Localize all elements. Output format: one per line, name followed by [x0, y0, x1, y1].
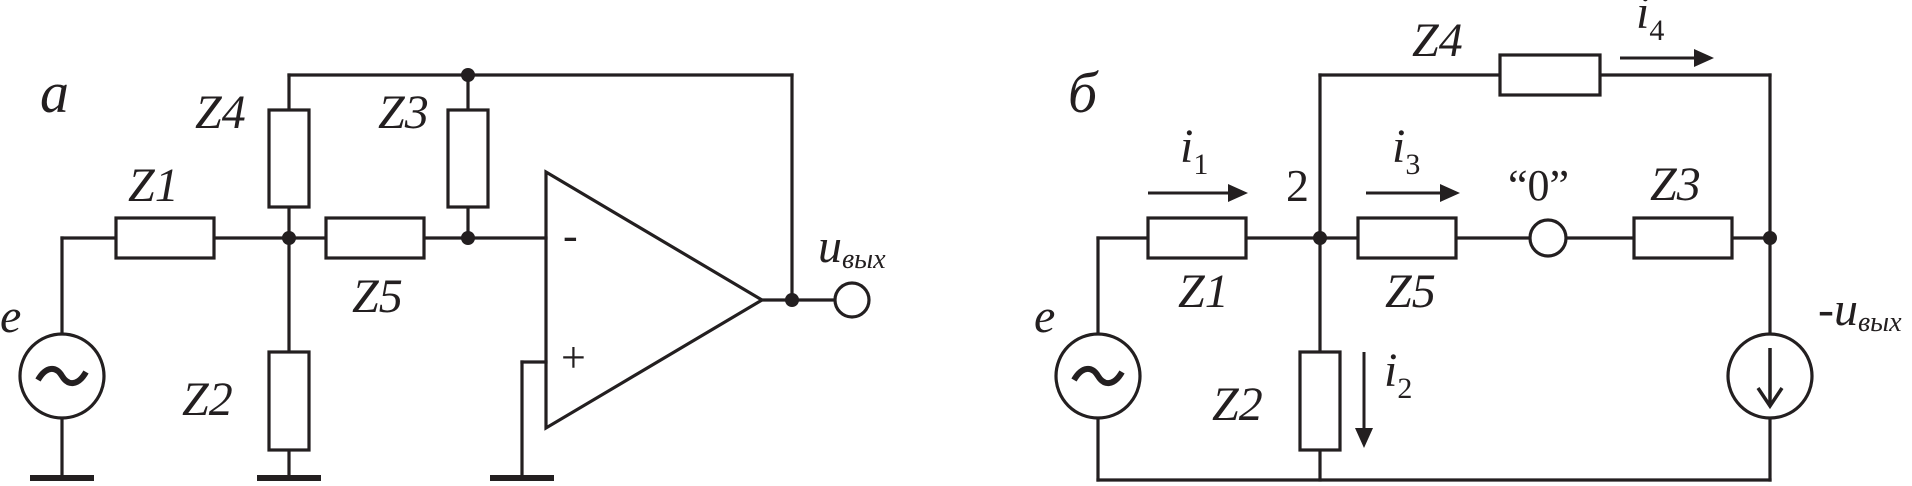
label-z3-b: Z3 [1650, 158, 1701, 211]
resistor-z1-b [1146, 216, 1248, 260]
zero-node-terminal-icon [1528, 218, 1568, 258]
junction-dot [461, 231, 475, 245]
label-output-a: uвых [818, 220, 886, 275]
label-i4: i4 [1636, 0, 1664, 47]
label-source-a: e [0, 290, 21, 343]
diagram-b: б [1034, 0, 1902, 482]
label-i4-main: i [1636, 0, 1649, 39]
label-z5-a: Z5 [352, 270, 403, 323]
junction-dot [1313, 231, 1327, 245]
label-z1-b: Z1 [1178, 265, 1229, 318]
label-i2: i2 [1384, 344, 1412, 405]
panel-label-b: б [1068, 60, 1099, 125]
resistor-z4-a [267, 108, 311, 209]
label-z4-b: Z4 [1412, 14, 1463, 67]
label-i2-main: i [1384, 344, 1397, 397]
label-node-2: 2 [1286, 160, 1309, 211]
opamp-icon [544, 169, 766, 431]
label-output-b-main: -u [1818, 283, 1858, 336]
panel-label-a: а [40, 60, 69, 125]
junction-dot [785, 293, 799, 307]
current-arrow-i2 [1355, 352, 1373, 448]
label-zero-node: “0” [1508, 161, 1569, 210]
label-i3: i3 [1392, 120, 1420, 181]
label-i1-sub: 1 [1193, 148, 1208, 181]
label-output-b: -uвых [1818, 283, 1902, 338]
current-arrow-i3 [1366, 184, 1460, 202]
diagram-a: а - + [0, 60, 886, 481]
ac-source-icon [18, 332, 106, 420]
label-source-b: e [1034, 290, 1055, 343]
current-source-icon [1726, 332, 1814, 420]
label-output-sub: вых [842, 244, 886, 275]
opamp-plus-sign: + [561, 333, 586, 382]
junction-dot [461, 68, 475, 82]
junction-dot [282, 231, 296, 245]
label-i4-sub: 4 [1649, 14, 1664, 47]
label-z2-a: Z2 [182, 373, 233, 426]
label-z3-a: Z3 [378, 86, 429, 139]
current-arrow-i1 [1148, 184, 1248, 202]
output-terminal-icon [833, 281, 871, 319]
label-output-main: u [818, 220, 842, 273]
resistor-z2-b [1298, 350, 1342, 452]
label-z2-b: Z2 [1212, 378, 1263, 431]
opamp-minus-sign: - [563, 211, 578, 260]
label-i3-main: i [1392, 120, 1405, 173]
label-z4-a: Z4 [195, 86, 246, 139]
wires-b [1096, 73, 1772, 482]
ac-source-icon [1054, 332, 1142, 420]
resistor-z1-a [114, 216, 216, 260]
resistor-z4-b [1498, 53, 1602, 97]
resistor-z3-a [446, 108, 490, 209]
resistor-z3-b [1632, 216, 1734, 260]
label-i1: i1 [1180, 120, 1208, 181]
label-output-b-sub: вых [1858, 307, 1902, 338]
junction-dot [1763, 231, 1777, 245]
resistor-z5-a [324, 216, 426, 260]
label-i3-sub: 3 [1405, 148, 1420, 181]
label-z1-a: Z1 [128, 159, 179, 212]
resistor-z5-b [1356, 216, 1458, 260]
label-i1-main: i [1180, 120, 1193, 173]
label-z5-b: Z5 [1385, 265, 1436, 318]
label-i2-sub: 2 [1397, 372, 1412, 405]
current-arrow-i4 [1620, 49, 1714, 67]
resistor-z2-a [267, 350, 311, 452]
